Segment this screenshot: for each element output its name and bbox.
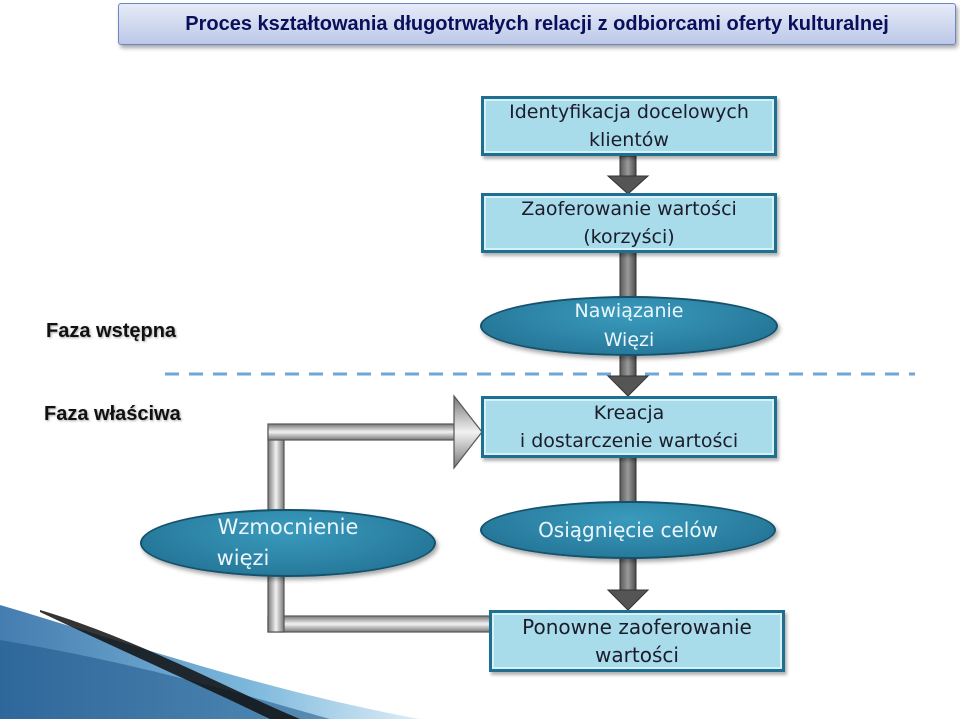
arrow-identify-to-offer [606,155,650,195]
node-identify-line2: klientów [589,129,669,151]
node-identify-line1: Identyfikacja docelowych [509,101,749,123]
node-strengthen-bond: Wzmocnienie więzi [140,509,436,577]
node-offer-value: Zaoferowanie wartości (korzyści) [481,193,777,253]
node-bond-line2: Więzi [603,329,655,351]
phase-proper-label: Faza właściwa [44,403,181,425]
feedback-loop-arrow [267,394,493,633]
arrow-goals-to-reoffer [606,555,650,611]
arrow-offer-to-bond [619,251,637,299]
node-reoffer-line1: Ponowne zaoferowanie [522,615,752,639]
arrow-bond-to-create [606,353,650,397]
node-bond-line1: Nawiązanie [574,300,684,322]
node-identify-clients: Identyfikacja docelowych klientów [481,96,777,156]
node-create-line2: i dostarczenie wartości [519,430,739,452]
arrow-create-to-goals [619,456,637,504]
node-offer-line2: (korzyści) [583,226,675,248]
node-strengthen-line2: więzi [216,546,270,570]
node-create-deliver-value: Kreacja i dostarczenie wartości [481,396,777,458]
node-goals-line1: Osiągnięcie celów [538,517,718,542]
node-reoffer-line2: wartości [595,643,679,667]
node-establish-bond: Nawiązanie Więzi [480,296,778,356]
node-achieve-goals: Osiągnięcie celów [480,501,776,559]
phase-initial-label: Faza wstępna [46,320,177,342]
page-title: Proces kształtowania długotrwałych relac… [118,3,956,45]
node-offer-line1: Zaoferowanie wartości [521,198,737,220]
node-create-line1: Kreacja [593,402,665,424]
node-reoffer-value: Ponowne zaoferowanie wartości [489,610,785,672]
node-strengthen-line1: Wzmocnienie [217,515,359,539]
